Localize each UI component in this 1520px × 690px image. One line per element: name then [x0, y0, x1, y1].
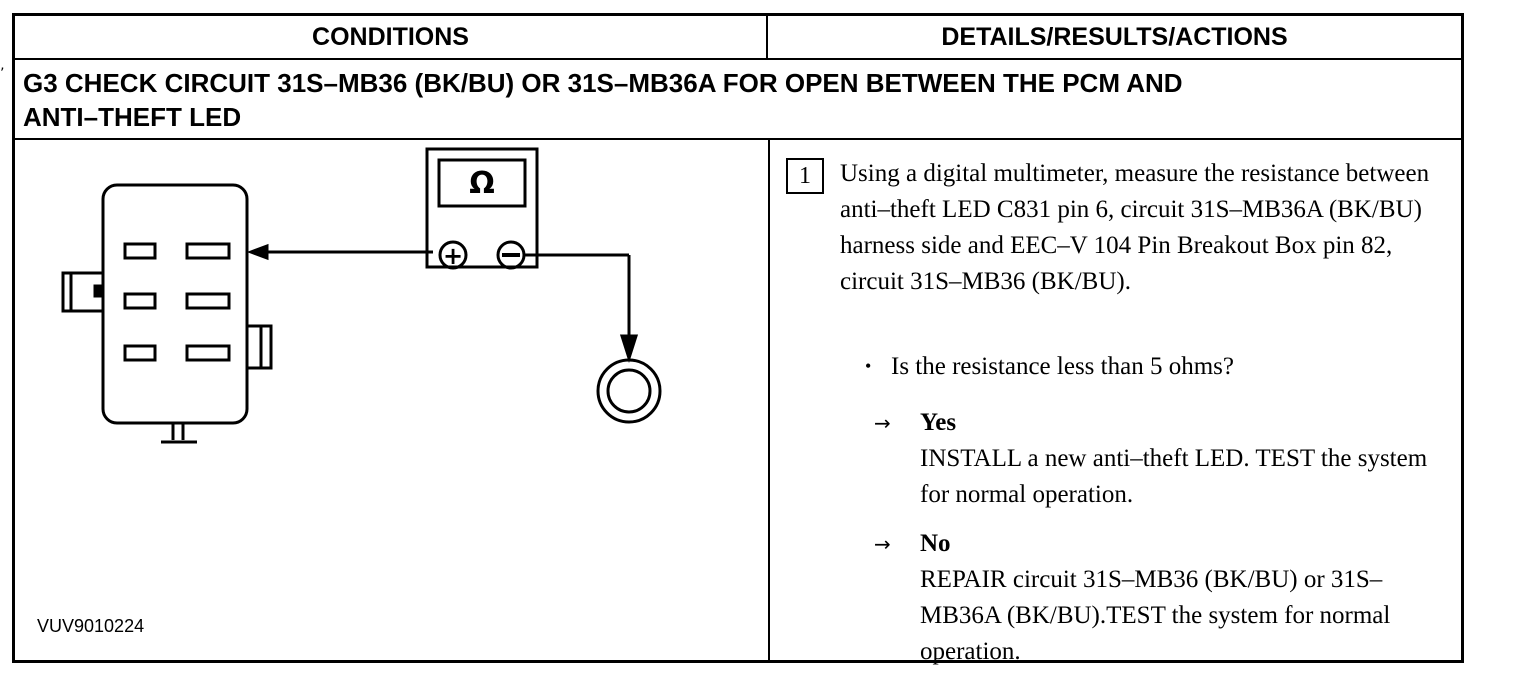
negative-lead: [524, 253, 639, 363]
ground-icon: [596, 358, 662, 424]
arrow-right-icon: →: [874, 532, 891, 556]
yes-result: → Yes: [874, 405, 956, 441]
header-conditions: CONDITIONS: [15, 16, 768, 60]
details-results-actions: 1 Using a digital multimeter, measure th…: [770, 140, 1461, 665]
margin-mark: ’: [0, 66, 5, 82]
no-action: REPAIR circuit 31S–MB36 (BK/BU) or 31S–M…: [920, 566, 1391, 665]
conditions-diagram: Ω + VUV9010224: [15, 140, 768, 660]
positive-lead: [246, 243, 433, 261]
step-instruction: Using a digital multimeter, measure the …: [840, 160, 1430, 295]
bullet-icon: •: [865, 356, 872, 376]
header-details: DETAILS/RESULTS/ACTIONS: [768, 16, 1461, 60]
yes-action: INSTALL a new anti–theft LED. TEST the s…: [920, 445, 1428, 508]
multimeter-connection-diagram: Ω +: [61, 147, 662, 444]
diagnostic-table: CONDITIONS DETAILS/RESULTS/ACTIONS G3 CH…: [12, 13, 1464, 665]
question-bullet: • Is the resistance less than 5 ohms?: [865, 348, 1234, 385]
column-divider: [768, 140, 770, 660]
ohm-symbol: Ω: [469, 166, 495, 201]
minus-terminal-icon: [502, 253, 520, 257]
figure-id: VUV9010224: [37, 616, 145, 636]
no-label: No: [920, 530, 951, 557]
title-line-1: G3 CHECK CIRCUIT 31S–MB36 (BK/BU) OR 31S…: [23, 68, 1183, 98]
no-result: → No: [874, 526, 951, 562]
title-line-2: ANTI–THEFT LED: [23, 102, 242, 132]
plus-terminal-icon: +: [443, 242, 463, 270]
test-step-title: G3 CHECK CIRCUIT 31S–MB36 (BK/BU) OR 31S…: [15, 60, 1461, 140]
step-number-box: 1: [786, 158, 824, 194]
arrow-right-icon: →: [874, 411, 891, 435]
question-text: Is the resistance less than 5 ohms?: [891, 353, 1234, 380]
connector-c831: [61, 183, 273, 444]
yes-label: Yes: [920, 409, 957, 436]
